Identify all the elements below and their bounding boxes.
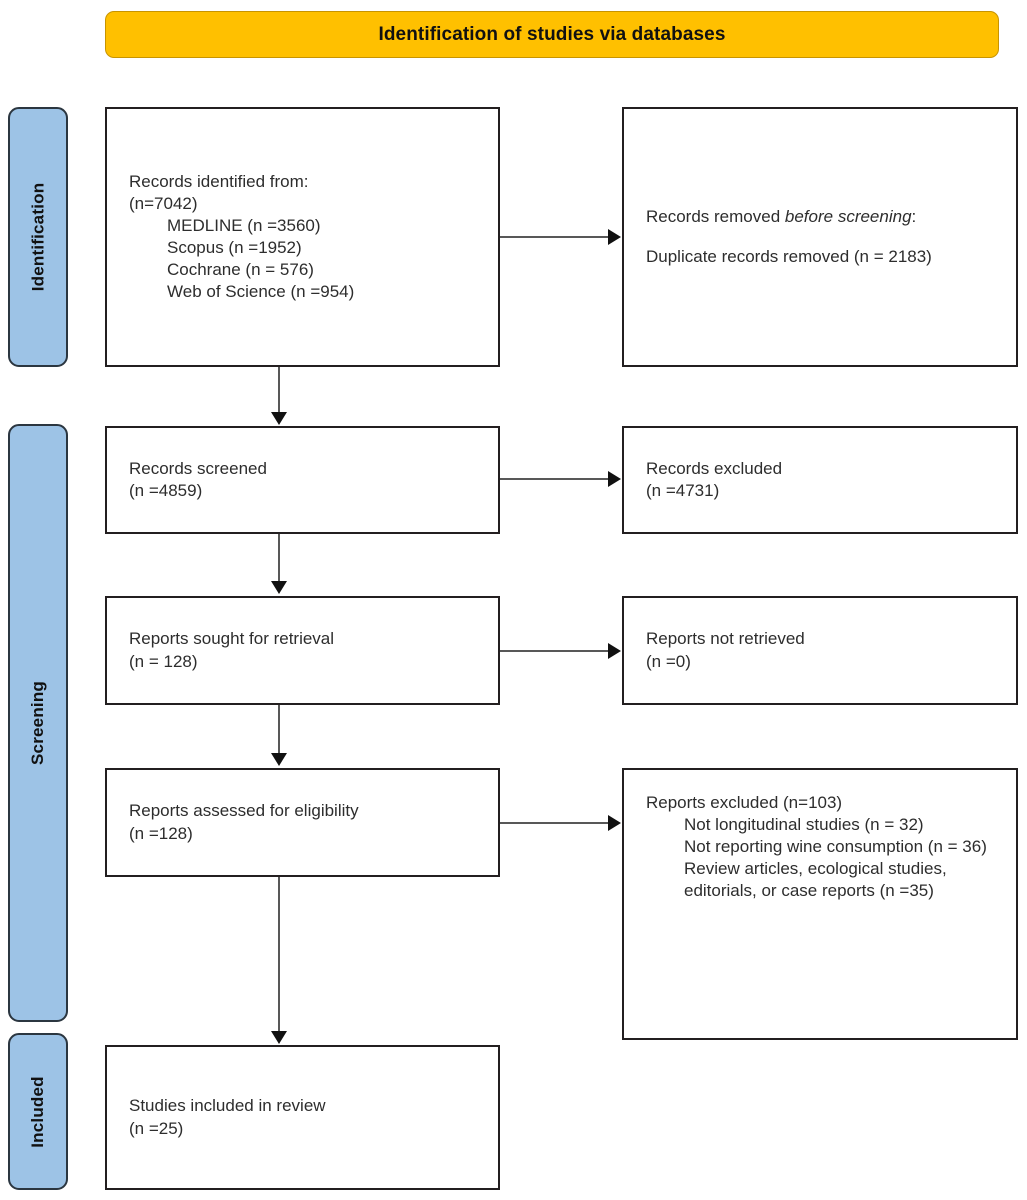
records-removed-duplicates: Duplicate records removed (n = 2183)	[646, 246, 932, 266]
studies-included-count: (n =25)	[129, 1118, 184, 1138]
connector-assessed-to-reports-excluded	[500, 822, 610, 824]
records-identified-line1: Records identified from:	[129, 171, 309, 191]
connector-assessed-to-included	[278, 877, 280, 1032]
connector-sought-to-assessed	[278, 705, 280, 755]
records-identified-source-scopus: Scopus (n =1952)	[167, 238, 302, 257]
stage-label-screening-text: Screening	[28, 681, 47, 765]
box-records-excluded: Records excluded (n =4731)	[622, 426, 1018, 534]
connector-identified-to-screened	[278, 367, 280, 413]
reports-excluded-reason-2: Not reporting wine consumption (n = 36)	[684, 837, 987, 857]
reports-excluded-reason-3: Review articles, ecological studies, edi…	[684, 859, 952, 901]
records-removed-heading-colon: :	[911, 207, 917, 227]
records-excluded-count: (n =4731)	[646, 481, 720, 500]
arrowhead-down-icon-3	[271, 753, 287, 766]
arrowhead-right-icon-3	[608, 643, 621, 659]
reports-sought-count: (n = 128)	[129, 651, 198, 671]
box-reports-not-retrieved: Reports not retrieved (n =0)	[622, 596, 1018, 705]
connector-identified-to-removed	[500, 236, 610, 238]
records-screened-label: Records screened	[129, 458, 267, 478]
reports-assessed-label: Reports assessed for eligibility	[129, 801, 359, 821]
connector-screened-to-sought	[278, 534, 280, 582]
studies-included-label: Studies included in review	[129, 1096, 326, 1116]
header-title: Identification of studies via databases	[378, 23, 726, 45]
arrowhead-down-icon-4	[271, 1031, 287, 1044]
diagram-header-banner: Identification of studies via databases	[105, 11, 999, 58]
arrowhead-down-icon-1	[271, 412, 287, 425]
records-excluded-label: Records excluded	[646, 458, 783, 478]
arrowhead-right-icon-4	[608, 815, 621, 831]
stage-label-identification-text: Identification	[28, 182, 48, 292]
box-reports-assessed-for-eligibility: Reports assessed for eligibility (n =128…	[105, 768, 500, 877]
reports-assessed-count: (n =128)	[129, 823, 193, 843]
records-screened-count: (n =4859)	[129, 481, 203, 500]
records-removed-heading-prefix: Records removed	[646, 207, 785, 227]
arrowhead-right-icon-2	[608, 471, 621, 487]
stage-label-included-text: Included	[28, 1075, 47, 1148]
connector-screened-to-excluded	[500, 478, 610, 480]
box-records-identified: Records identified from: (n=7042) MEDLIN…	[105, 107, 500, 367]
arrowhead-right-icon-1	[608, 229, 621, 245]
records-identified-total: (n=7042)	[129, 193, 198, 213]
reports-excluded-heading: Reports excluded (n=103)	[646, 793, 843, 812]
records-removed-spacer	[646, 229, 994, 246]
reports-excluded-reason-1: Not longitudinal studies (n = 32)	[684, 815, 924, 835]
stage-label-screening: Screening	[8, 424, 68, 1022]
records-identified-source-medline: MEDLINE (n =3560)	[167, 215, 321, 235]
stage-label-identification: Identification	[8, 107, 68, 367]
reports-not-retrieved-count: (n =0)	[646, 651, 691, 671]
connector-sought-to-not-retrieved	[500, 650, 610, 652]
reports-not-retrieved-label: Reports not retrieved	[646, 629, 805, 649]
box-records-removed-before-screening: Records removed before screening: Duplic…	[622, 107, 1018, 367]
box-records-screened: Records screened (n =4859)	[105, 426, 500, 534]
box-reports-excluded: Reports excluded (n=103) Not longitudina…	[622, 768, 1018, 1040]
records-removed-heading: Records removed before screening:	[646, 206, 994, 228]
box-reports-sought-for-retrieval: Reports sought for retrieval (n = 128)	[105, 596, 500, 705]
records-removed-heading-emphasis: before screening	[784, 207, 912, 227]
box-studies-included-in-review: Studies included in review (n =25)	[105, 1045, 500, 1190]
arrowhead-down-icon-2	[271, 581, 287, 594]
records-identified-source-cochrane: Cochrane (n = 576)	[167, 260, 314, 280]
records-identified-source-wos: Web of Science (n =954)	[167, 282, 355, 302]
reports-sought-label: Reports sought for retrieval	[129, 629, 335, 649]
stage-label-included: Included	[8, 1033, 68, 1190]
